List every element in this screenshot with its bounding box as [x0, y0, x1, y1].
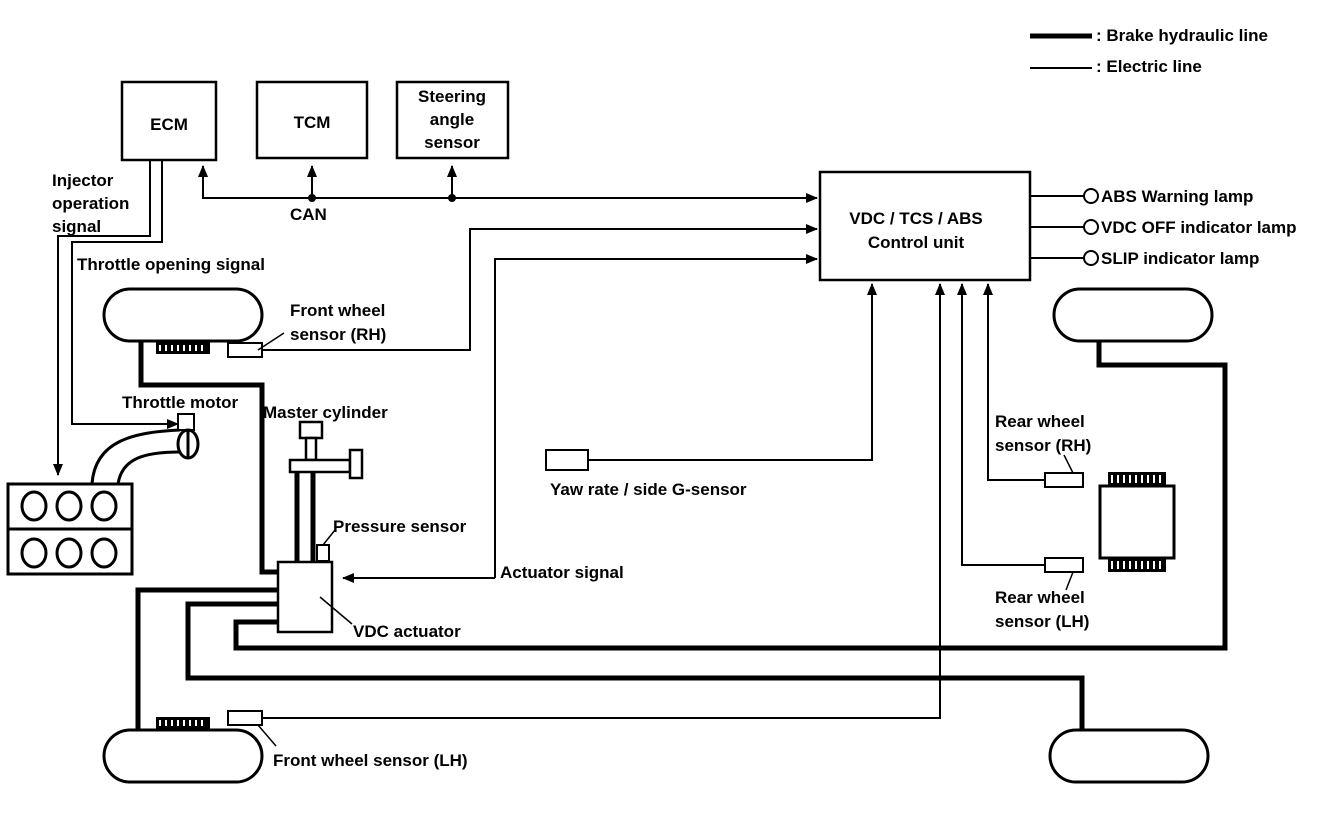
can-bus: CAN: [198, 165, 818, 224]
steering-angle-sensor-box: Steering angle sensor: [395, 80, 510, 160]
pressure-sensor: Pressure sensor: [316, 517, 467, 562]
vdc-off-lamp-icon: [1083, 219, 1099, 235]
steering-label-3: sensor: [424, 133, 480, 152]
rear-lh-sensor-label-1: Rear wheel: [995, 588, 1085, 607]
control-unit-box: VDC / TCS / ABS Control unit: [818, 170, 1032, 282]
tcm-label: TCM: [294, 113, 331, 132]
injector-label-3: signal: [52, 217, 101, 236]
abs-lamp-icon: [1083, 188, 1099, 204]
front-right-wheel-sensor: Front wheel sensor (RH): [227, 301, 386, 358]
control-unit-label-1: VDC / TCS / ABS: [849, 209, 983, 228]
brake-hydraulic-lines: [135, 341, 1228, 730]
rear-right-wheel-sensor: Rear wheel sensor (RH): [995, 412, 1091, 488]
lamp-outputs: ABS Warning lamp VDC OFF indicator lamp …: [1030, 187, 1297, 268]
vdc-actuator-label: VDC actuator: [353, 622, 461, 641]
sensor-signal-lines: [262, 224, 1045, 719]
master-cylinder: Master cylinder: [263, 403, 388, 562]
can-junction-dot: [308, 194, 316, 202]
ecm-label: ECM: [150, 115, 188, 134]
yaw-rate-sensor: Yaw rate / side G-sensor: [545, 449, 747, 499]
can-label: CAN: [290, 205, 327, 224]
rear-left-wheel: [1048, 728, 1210, 784]
control-unit-label-2: Control unit: [868, 233, 965, 252]
injector-label-1: Injector: [52, 171, 114, 190]
front-right-wheel: [102, 287, 264, 354]
front-lh-sensor-label: Front wheel sensor (LH): [273, 751, 468, 770]
rear-lh-sensor-label-2: sensor (LH): [995, 612, 1089, 631]
pressure-sensor-label: Pressure sensor: [333, 517, 467, 536]
slip-lamp-label: SLIP indicator lamp: [1101, 249, 1259, 268]
steering-label-1: Steering: [418, 87, 486, 106]
throttle-motor-label: Throttle motor: [122, 393, 239, 412]
slip-lamp-icon: [1083, 250, 1099, 266]
rear-rh-sensor-label-1: Rear wheel: [995, 412, 1085, 431]
throttle-opening-signal-label: Throttle opening signal: [77, 255, 265, 274]
legend-electric-label: : Electric line: [1096, 57, 1202, 76]
front-rh-sensor-label-1: Front wheel: [290, 301, 385, 320]
engine-block: [6, 428, 181, 576]
actuator-signal-label: Actuator signal: [500, 563, 624, 582]
vdc-actuator: VDC actuator: [276, 560, 461, 641]
vdc-off-lamp-label: VDC OFF indicator lamp: [1101, 218, 1297, 237]
can-junction-dot: [448, 194, 456, 202]
front-left-wheel: [102, 717, 264, 784]
steering-label-2: angle: [430, 110, 474, 129]
abs-lamp-label: ABS Warning lamp: [1101, 187, 1253, 206]
rear-right-wheel: [1052, 287, 1214, 343]
rear-rh-sensor-label-2: sensor (RH): [995, 436, 1091, 455]
front-rh-sensor-label-2: sensor (RH): [290, 325, 386, 344]
injector-label-2: operation: [52, 194, 129, 213]
master-cylinder-label: Master cylinder: [263, 403, 388, 422]
tcm-box: TCM: [255, 80, 369, 160]
ecm-signal-lines: Injector operation signal Throttle openi…: [52, 160, 265, 476]
legend: : Brake hydraulic line : Electric line: [1030, 26, 1268, 76]
throttle-motor: Throttle motor: [122, 393, 239, 460]
rear-left-wheel-sensor: Rear wheel sensor (LH): [995, 557, 1089, 631]
rear-differential: [1098, 472, 1176, 572]
front-left-wheel-sensor: Front wheel sensor (LH): [227, 710, 468, 770]
ecm-box: ECM: [120, 80, 218, 162]
yaw-rate-sensor-label: Yaw rate / side G-sensor: [550, 480, 747, 499]
legend-hydraulic-label: : Brake hydraulic line: [1096, 26, 1268, 45]
